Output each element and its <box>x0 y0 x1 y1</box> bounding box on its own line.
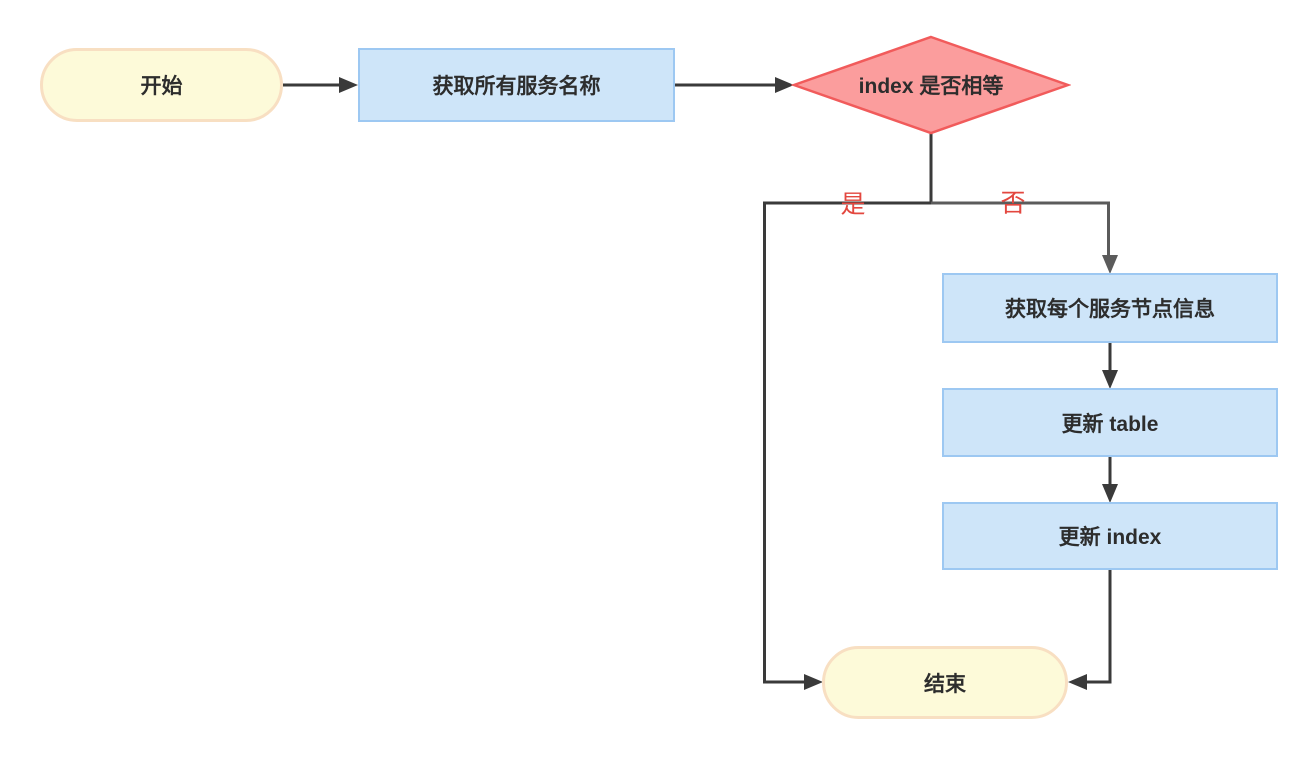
arrowhead-no-into-node-info <box>1102 255 1118 274</box>
node-get-service-node-info: 获取每个服务节点信息 <box>942 273 1278 343</box>
edge-label-yes: 是 <box>840 190 866 219</box>
node-start: 开始 <box>40 48 283 122</box>
node-update-index-label: 更新 index <box>1058 526 1162 549</box>
edge-no-branch <box>931 201 1110 256</box>
node-start-label: 开始 <box>140 75 183 98</box>
arrowhead-right-into-end <box>1068 674 1087 690</box>
node-index-equal-decision-label: index 是否相等 <box>858 75 1004 98</box>
node-get-all-service-names: 获取所有服务名称 <box>358 48 675 122</box>
edge-label-no: 否 <box>1000 189 1026 218</box>
node-get-all-service-names-label: 获取所有服务名称 <box>432 75 601 98</box>
edge-yes-branch <box>763 201 933 684</box>
node-index-equal-decision: index 是否相等 <box>791 35 1071 135</box>
node-end-label: 结束 <box>924 672 966 696</box>
node-get-service-node-info-label: 获取每个服务节点信息 <box>1005 298 1215 321</box>
arrowhead-into-update-index <box>1102 484 1118 503</box>
node-update-table: 更新 table <box>942 388 1278 457</box>
arrowhead-into-get-services <box>339 77 358 93</box>
node-update-index: 更新 index <box>942 502 1278 570</box>
edge-update-index-to-end <box>1086 570 1112 684</box>
arrowhead-into-update-table <box>1102 370 1118 389</box>
node-update-table-label: 更新 table <box>1061 412 1159 436</box>
arrowhead-yes-into-end <box>804 674 823 690</box>
decision-diamond-shape <box>791 35 1071 135</box>
arrowhead-into-decision <box>775 77 794 93</box>
node-end: 结束 <box>822 646 1068 719</box>
